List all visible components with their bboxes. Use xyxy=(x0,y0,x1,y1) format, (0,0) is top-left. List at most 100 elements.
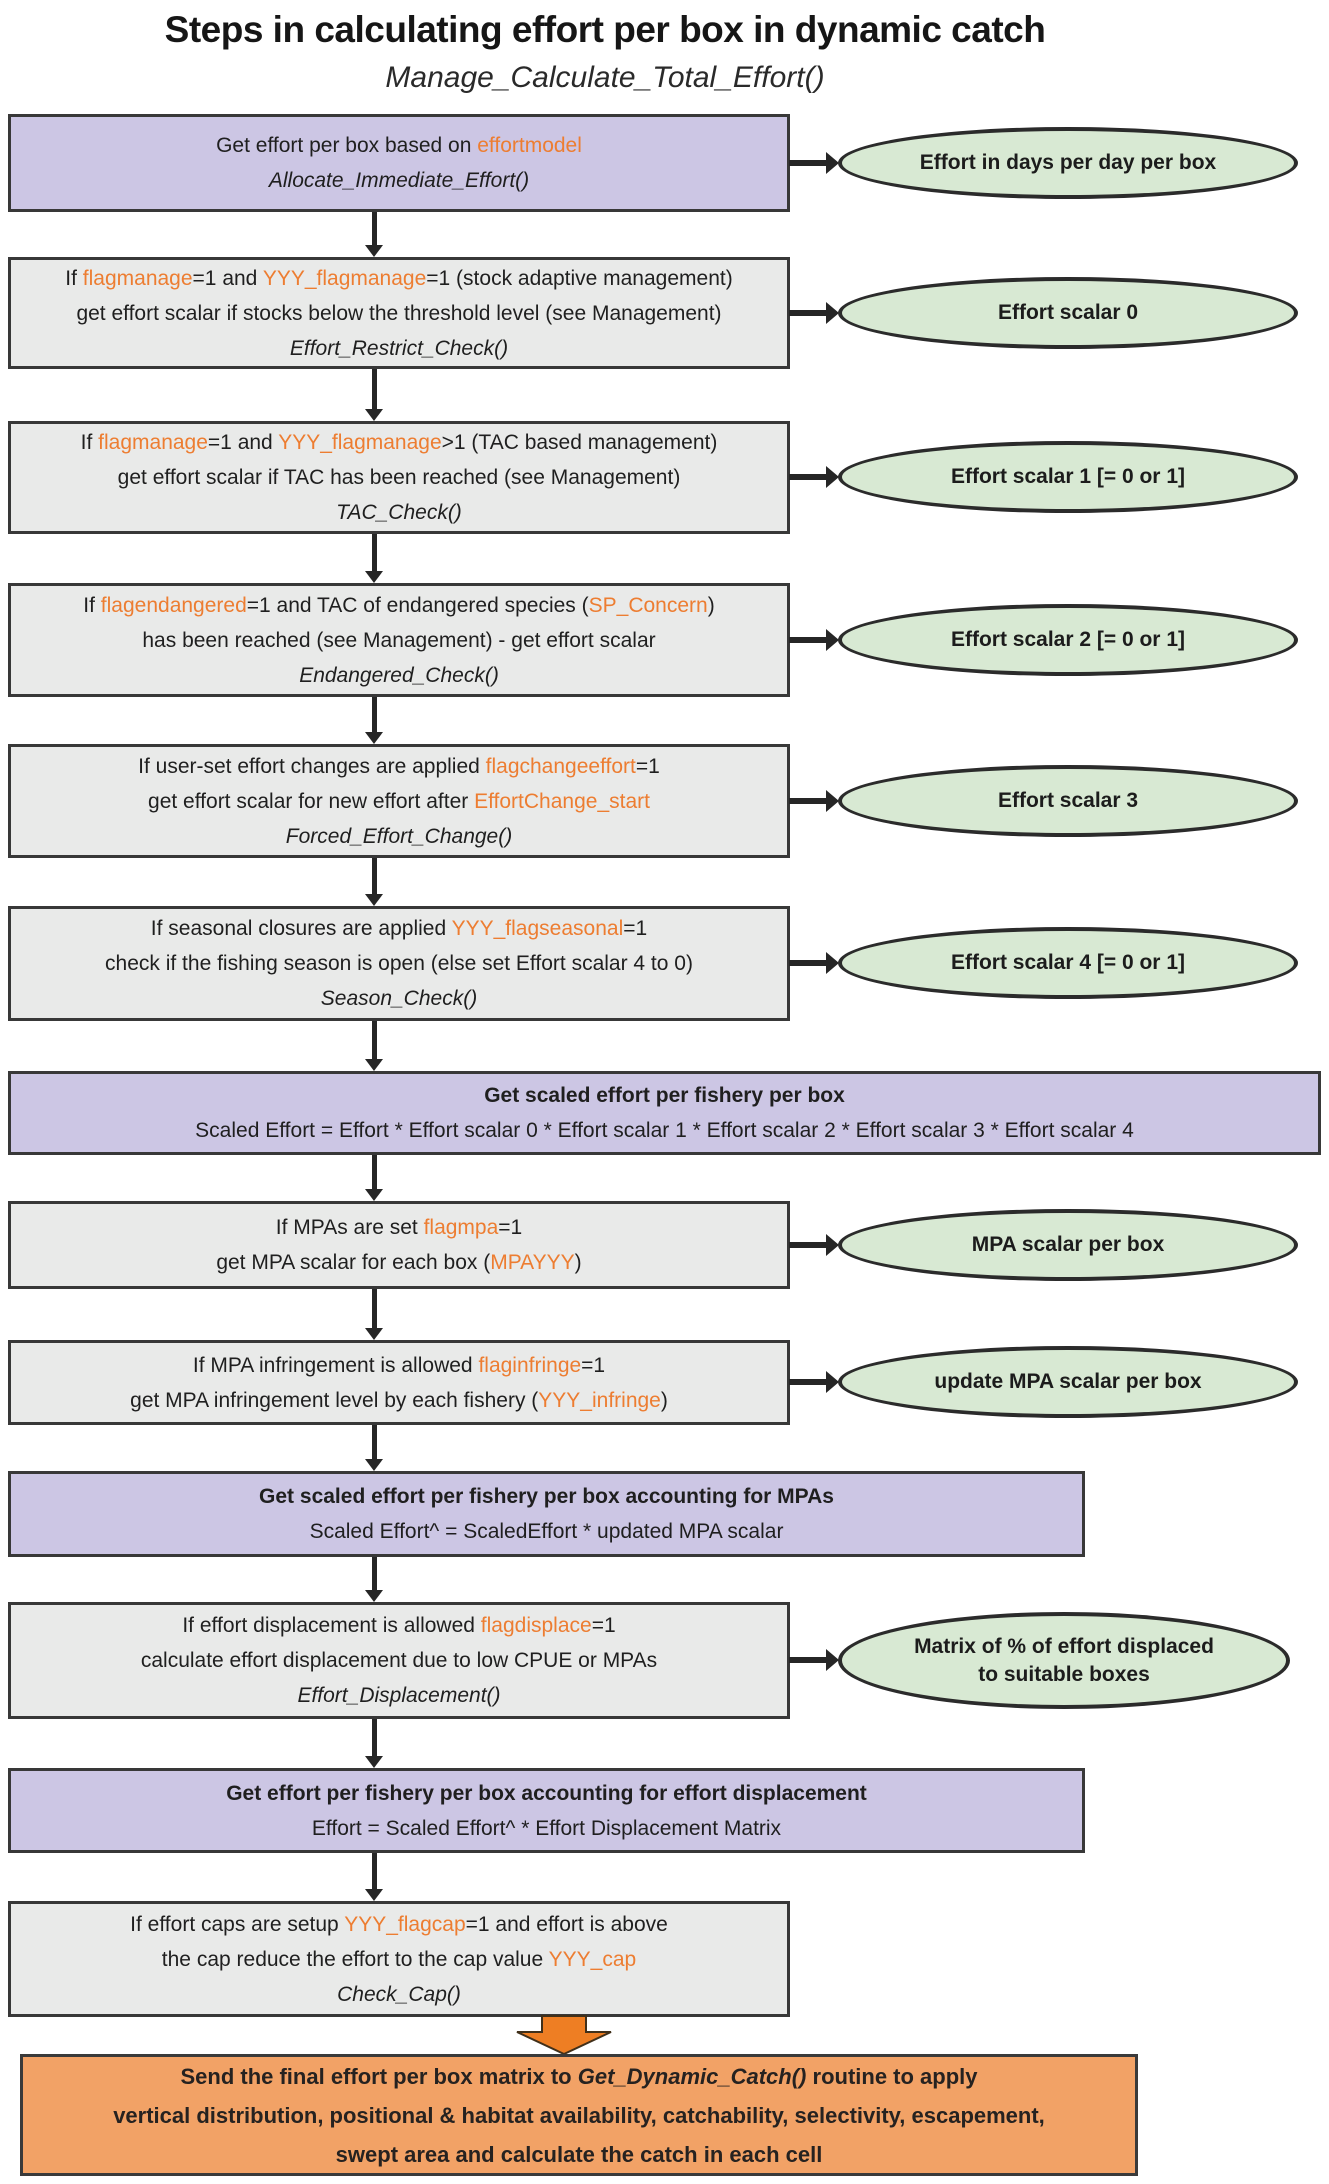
flow-box-allocate-effort: Get effort per box based on effortmodel … xyxy=(8,114,790,212)
ellipse-label: Effort scalar 1 [= 0 or 1] xyxy=(950,465,1185,488)
box-heading: Get effort per fishery per box accountin… xyxy=(226,1776,867,1811)
text-segment: >1 (TAC based management) xyxy=(441,431,718,454)
text-segment: If MPA infringement is allowed xyxy=(192,1353,479,1377)
down-arrow-1 xyxy=(365,212,383,257)
box-text-line: If effort displacement is allowed flagdi… xyxy=(182,1608,615,1643)
function-name: Forced_Effort_Change() xyxy=(286,819,512,854)
var-token: flagmanage xyxy=(82,266,193,290)
ellipse-update-mpa-scalar: update MPA scalar per box xyxy=(838,1346,1298,1418)
text-segment: get MPA scalar for each box ( xyxy=(216,1251,491,1274)
text-segment: If user-set effort changes are applied xyxy=(138,754,486,778)
right-arrow-8 xyxy=(789,1371,839,1393)
text-segment: Send the final effort per box matrix to xyxy=(180,2063,578,2089)
text-segment: =1 and TAC of endangered species ( xyxy=(246,593,589,617)
box-text-line: If seasonal closures are applied YYY_fla… xyxy=(151,911,647,946)
down-arrow-11 xyxy=(365,1719,383,1768)
box-text-line: Get effort per box based on effortmodel xyxy=(216,128,582,163)
text-segment: get effort scalar for new effort after xyxy=(148,789,475,813)
ellipse-effort-scalar-2: Effort scalar 2 [= 0 or 1] xyxy=(838,604,1298,676)
text-segment: ) xyxy=(707,593,715,617)
flow-box-mpa-infringement: If MPA infringement is allowed flaginfri… xyxy=(8,1340,790,1425)
text-segment: Scaled Effort = Effort * Effort scalar 0… xyxy=(195,1119,1134,1142)
box-text-line: If flagmanage=1 and YYY_flagmanage=1 (st… xyxy=(65,261,732,296)
function-name: Season_Check() xyxy=(321,981,477,1016)
var-token: EffortChange_start xyxy=(474,789,650,813)
text-segment: Get effort per box based on xyxy=(216,134,478,157)
flow-box-scaled-effort-mpas: Get scaled effort per fishery per box ac… xyxy=(8,1471,1085,1557)
flow-box-effort-displacement: If effort displacement is allowed flagdi… xyxy=(8,1602,790,1719)
ellipse-effort-scalar-3: Effort scalar 3 xyxy=(838,765,1298,837)
var-token: flagmanage xyxy=(98,431,208,454)
box-text-line: get effort scalar for new effort after E… xyxy=(148,784,650,819)
flow-box-forced-effort-change: If user-set effort changes are applied f… xyxy=(8,744,790,858)
box-text-line: Scaled Effort^ = ScaledEffort * updated … xyxy=(310,1514,784,1549)
function-name: Allocate_Immediate_Effort() xyxy=(269,163,529,198)
var-token: YYY_flagcap xyxy=(344,1912,466,1936)
text-segment: If MPAs are set xyxy=(275,1216,424,1239)
text-segment: check if the fishing season is open (els… xyxy=(105,952,693,975)
ellipse-label: Effort scalar 2 [= 0 or 1] xyxy=(950,628,1185,651)
text-segment: Check_Cap() xyxy=(337,1982,461,2006)
text-segment: =1 and xyxy=(207,431,279,454)
box-text-line: has been reached (see Management) - get … xyxy=(142,623,655,658)
down-arrow-6 xyxy=(365,1021,383,1071)
down-arrow-7 xyxy=(365,1155,383,1201)
var-token: YYY_flagseasonal xyxy=(451,917,624,940)
box-text-line: get MPA scalar for each box (MPAYYY) xyxy=(216,1245,581,1280)
flow-box-effort-after-displacement: Get effort per fishery per box accountin… xyxy=(8,1768,1085,1853)
down-arrow-12 xyxy=(365,1853,383,1901)
text-segment: =1 xyxy=(498,1216,523,1239)
header: Steps in calculating effort per box in d… xyxy=(0,4,1210,100)
right-arrow-4 xyxy=(789,629,839,651)
down-arrow-9 xyxy=(365,1425,383,1471)
text-segment: Get scaled effort per fishery per box ac… xyxy=(259,1485,834,1508)
flow-box-tac-check: If flagmanage=1 and YYY_flagmanage>1 (TA… xyxy=(8,421,790,534)
text-segment: =1 xyxy=(623,917,648,940)
function-name: Check_Cap() xyxy=(337,1977,461,2012)
box-text-line: get effort scalar if stocks below the th… xyxy=(76,296,721,331)
var-token: YYY_flagmanage xyxy=(262,266,427,290)
box-text-line: check if the fishing season is open (els… xyxy=(105,946,693,981)
text-segment: Get scaled effort per fishery per box xyxy=(484,1084,845,1107)
box-text-line: If flagendangered=1 and TAC of endangere… xyxy=(83,588,714,623)
ellipse-label: to suitable boxes xyxy=(978,1662,1150,1686)
ellipse-label: Effort in days per day per box xyxy=(919,151,1217,174)
down-arrow-8 xyxy=(365,1289,383,1340)
flow-box-get-scaled-effort: Get scaled effort per fishery per box Sc… xyxy=(8,1071,1321,1155)
var-token: flaginfringe xyxy=(478,1353,582,1377)
ellipse-displacement-matrix: Matrix of % of effort displaced to suita… xyxy=(838,1612,1290,1709)
text-segment: If seasonal closures are applied xyxy=(150,917,452,940)
function-name: Effort_Restrict_Check() xyxy=(290,331,508,366)
box-heading: Get scaled effort per fishery per box xyxy=(484,1078,845,1113)
box-text-line: Effort = Scaled Effort^ * Effort Displac… xyxy=(312,1811,781,1846)
box-text-line: If user-set effort changes are applied f… xyxy=(138,749,660,784)
var-token: flagmpa xyxy=(423,1216,499,1239)
ellipse-effort-scalar-1: Effort scalar 1 [= 0 or 1] xyxy=(838,441,1298,513)
text-segment: get effort scalar if stocks below the th… xyxy=(76,301,722,325)
text-segment: TAC_Check() xyxy=(336,501,462,524)
page-subtitle: Manage_Calculate_Total_Effort() xyxy=(385,61,825,94)
right-arrow-2 xyxy=(789,302,839,324)
box-text-line: Send the final effort per box matrix to … xyxy=(180,2057,977,2096)
text-segment: If xyxy=(80,431,99,454)
var-token: flagendangered xyxy=(100,593,247,617)
text-segment: Get effort per fishery per box accountin… xyxy=(226,1781,867,1805)
text-segment: =1 (stock adaptive management) xyxy=(426,266,733,290)
right-arrow-1 xyxy=(789,152,839,174)
box-text-line: If flagmanage=1 and YYY_flagmanage>1 (TA… xyxy=(81,425,718,460)
text-segment: If effort caps are setup xyxy=(130,1912,345,1936)
text-segment: Allocate_Immediate_Effort() xyxy=(268,169,530,192)
flow-box-check-cap: If effort caps are setup YYY_flagcap=1 a… xyxy=(8,1901,790,2017)
ellipse-label: update MPA scalar per box xyxy=(934,1370,1202,1393)
down-arrow-10 xyxy=(365,1557,383,1602)
function-name: Get_Dynamic_Catch() xyxy=(577,2063,807,2089)
var-token: MPAYYY xyxy=(490,1251,575,1274)
ellipse-label: Matrix of % of effort displaced xyxy=(914,1634,1214,1658)
var-token: effortmodel xyxy=(477,134,582,157)
function-name: Effort_Displacement() xyxy=(297,1678,500,1713)
box-text-line: swept area and calculate the catch in ea… xyxy=(336,2135,823,2174)
box-text-line: If effort caps are setup YYY_flagcap=1 a… xyxy=(130,1907,668,1942)
text-segment: If xyxy=(65,266,83,290)
var-token: flagdisplace xyxy=(480,1614,592,1637)
down-arrow-5 xyxy=(365,858,383,906)
